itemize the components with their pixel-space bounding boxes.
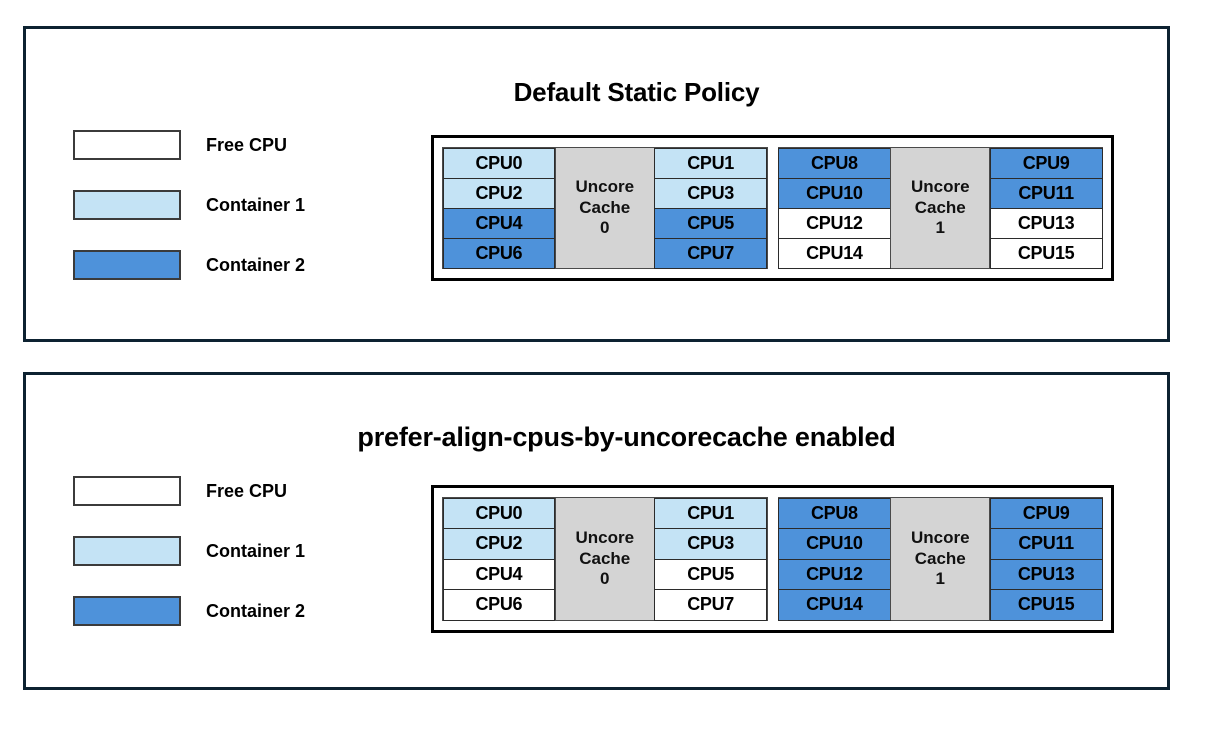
legend-label: Container 1 xyxy=(206,194,306,215)
cpu-cell: CPU8 xyxy=(778,497,891,529)
diagram-panel: prefer-align-cpus-by-uncorecache enabled… xyxy=(23,372,1170,690)
legend-swatch-container2 xyxy=(73,596,181,626)
legend: Free CPU Container 1 Container 2 xyxy=(73,475,305,655)
legend-label: Container 2 xyxy=(206,254,306,275)
legend-swatch-container2 xyxy=(73,250,181,280)
cpu-cell: CPU9 xyxy=(989,147,1103,179)
uncore-cache-label: Uncore Cache 0 xyxy=(554,498,655,620)
cpu-cell: CPU15 xyxy=(989,589,1103,621)
legend-item: Container 1 xyxy=(73,189,305,221)
cpu-cell: CPU2 xyxy=(442,528,556,560)
cpu-cell: CPU12 xyxy=(778,558,891,590)
uncore-cache-label: Uncore Cache 1 xyxy=(890,148,991,268)
panel-title: prefer-align-cpus-by-uncorecache enabled xyxy=(357,422,896,452)
cpu-cell: CPU13 xyxy=(989,207,1103,239)
uncore-cache-label: Uncore Cache 1 xyxy=(890,498,991,620)
cpu-cell: CPU9 xyxy=(989,497,1103,529)
cpu-cell: CPU6 xyxy=(442,589,556,621)
cpu-cell: CPU15 xyxy=(989,237,1103,269)
legend-swatch-container1 xyxy=(73,536,181,566)
legend-label: Container 1 xyxy=(206,540,306,561)
cpu-cell: CPU14 xyxy=(778,589,891,621)
cpu-cell: CPU1 xyxy=(654,497,767,529)
cpu-cell: CPU14 xyxy=(778,237,891,269)
cpu-cell: CPU4 xyxy=(442,207,556,239)
cpu-cell: CPU11 xyxy=(989,177,1103,209)
uncore-cache-label: Uncore Cache 0 xyxy=(554,148,655,268)
cpu-cell: CPU7 xyxy=(654,589,767,621)
cpu-cell: CPU1 xyxy=(654,147,767,179)
cpu-cell: CPU3 xyxy=(654,528,767,560)
cpu-cell: CPU7 xyxy=(654,237,767,269)
cpu-cell: CPU2 xyxy=(442,177,556,209)
panel-title: Default Static Policy xyxy=(513,77,760,107)
legend-item: Free CPU xyxy=(73,129,305,161)
legend-label: Free CPU xyxy=(206,480,288,501)
legend-swatch-free xyxy=(73,130,181,160)
cpu-cell: CPU11 xyxy=(989,528,1103,560)
cpu-cell: CPU12 xyxy=(778,207,891,239)
cpu-cell: CPU5 xyxy=(654,558,767,590)
cpu-cell: CPU10 xyxy=(778,528,891,560)
legend-swatch-free xyxy=(73,476,181,506)
legend-item: Free CPU xyxy=(73,475,305,507)
cpu-cell: CPU3 xyxy=(654,177,767,209)
cpu-cell: CPU0 xyxy=(442,497,556,529)
legend-label: Container 2 xyxy=(206,600,306,621)
legend-label: Free CPU xyxy=(206,134,288,155)
cpu-cell: CPU0 xyxy=(442,147,556,179)
cpu-cell: CPU10 xyxy=(778,177,891,209)
cpu-cell: CPU13 xyxy=(989,558,1103,590)
cpu-cell: CPU6 xyxy=(442,237,556,269)
legend-swatch-container1 xyxy=(73,190,181,220)
legend: Free CPU Container 1 Container 2 xyxy=(73,129,305,309)
legend-item: Container 1 xyxy=(73,535,305,567)
cpu-cell: CPU4 xyxy=(442,558,556,590)
legend-item: Container 2 xyxy=(73,595,305,627)
cpu-cell: CPU5 xyxy=(654,207,767,239)
legend-item: Container 2 xyxy=(73,249,305,281)
cpu-cell: CPU8 xyxy=(778,147,891,179)
